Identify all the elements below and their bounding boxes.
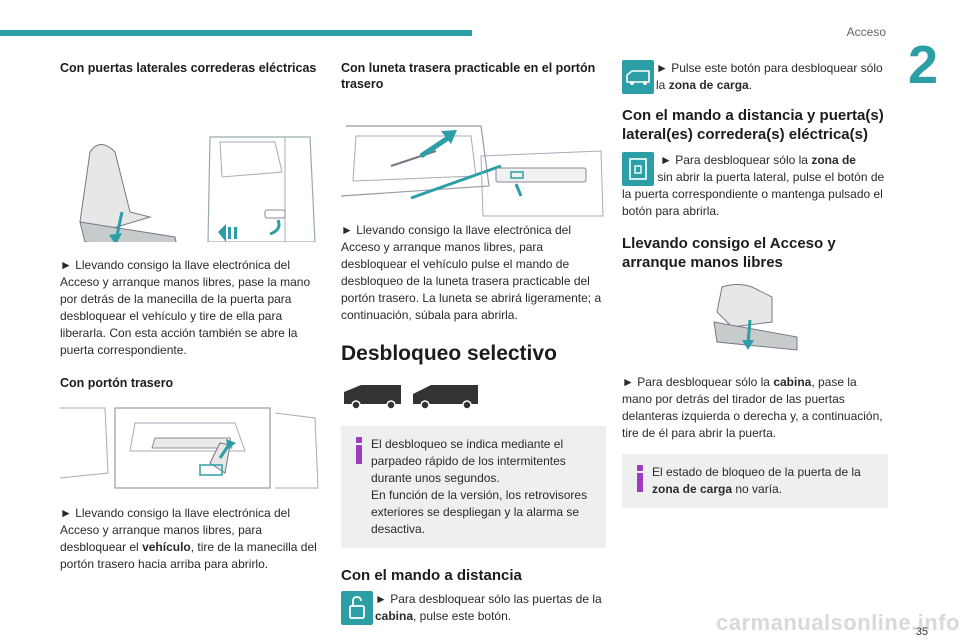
column-1: Con puertas laterales correderas eléctri…	[60, 60, 320, 573]
watermark: carmanualsonline.info	[716, 610, 960, 635]
sliding-door-button-icon	[622, 152, 654, 186]
heading-remote-sliding: Con el mando a distancia y puerta(s) lat…	[622, 107, 884, 143]
chapter-number: 2	[907, 35, 938, 95]
info-icon	[353, 437, 365, 464]
heading-remote-control: Con el mando a distancia	[341, 567, 522, 584]
column-2: Con luneta trasera practicable en el por…	[341, 60, 606, 627]
van-cargo-icon	[622, 60, 654, 94]
info-box-cargo-lock: El estado de bloqueo de la puerta de la …	[622, 454, 888, 508]
cargo-unlock-row: ► Pulse este botón para desbloquear sólo…	[622, 60, 888, 96]
para-tailgate: ► Llevando consigo la llave electrónica …	[60, 506, 317, 571]
para-sliding-doors: ► Llevando consigo la llave electrónica …	[60, 258, 311, 357]
page-number: 35	[915, 626, 928, 638]
para-rear-window: ► Llevando consigo la llave electrónica …	[341, 223, 602, 322]
van-icons	[341, 380, 481, 410]
unlock-padlock-icon	[341, 591, 373, 625]
section-title: Acceso	[846, 25, 886, 39]
column-3: ► Pulse este botón para desbloquear sólo…	[622, 60, 888, 508]
remote-cab-unlock-row: ► Para desbloquear sólo las puertas de l…	[341, 591, 606, 627]
sliding-door-illustration	[60, 92, 320, 242]
door-handle-illustration	[622, 282, 888, 362]
heading-sliding-doors: Con puertas laterales correderas eléctri…	[60, 61, 317, 75]
info-icon	[634, 465, 646, 492]
tailgate-illustration	[60, 403, 320, 495]
para-hands-free: ► Para desbloquear sólo la cabina, pase …	[622, 375, 883, 440]
heading-tailgate: Con portón trasero	[60, 376, 174, 390]
title-selective-unlocking: Desbloqueo selectivo	[341, 342, 557, 365]
heading-hands-free: Llevando consigo el Acceso y arranque ma…	[622, 235, 836, 271]
info-box-unlock-signal: El desbloqueo se indica mediante el parp…	[341, 426, 606, 548]
heading-rear-window: Con luneta trasera practicable en el por…	[341, 61, 596, 91]
rear-window-illustration	[341, 106, 606, 218]
sliding-door-button-row: ► Para desbloquear sólo la zona de carga…	[622, 152, 885, 218]
header-bar	[0, 30, 472, 36]
